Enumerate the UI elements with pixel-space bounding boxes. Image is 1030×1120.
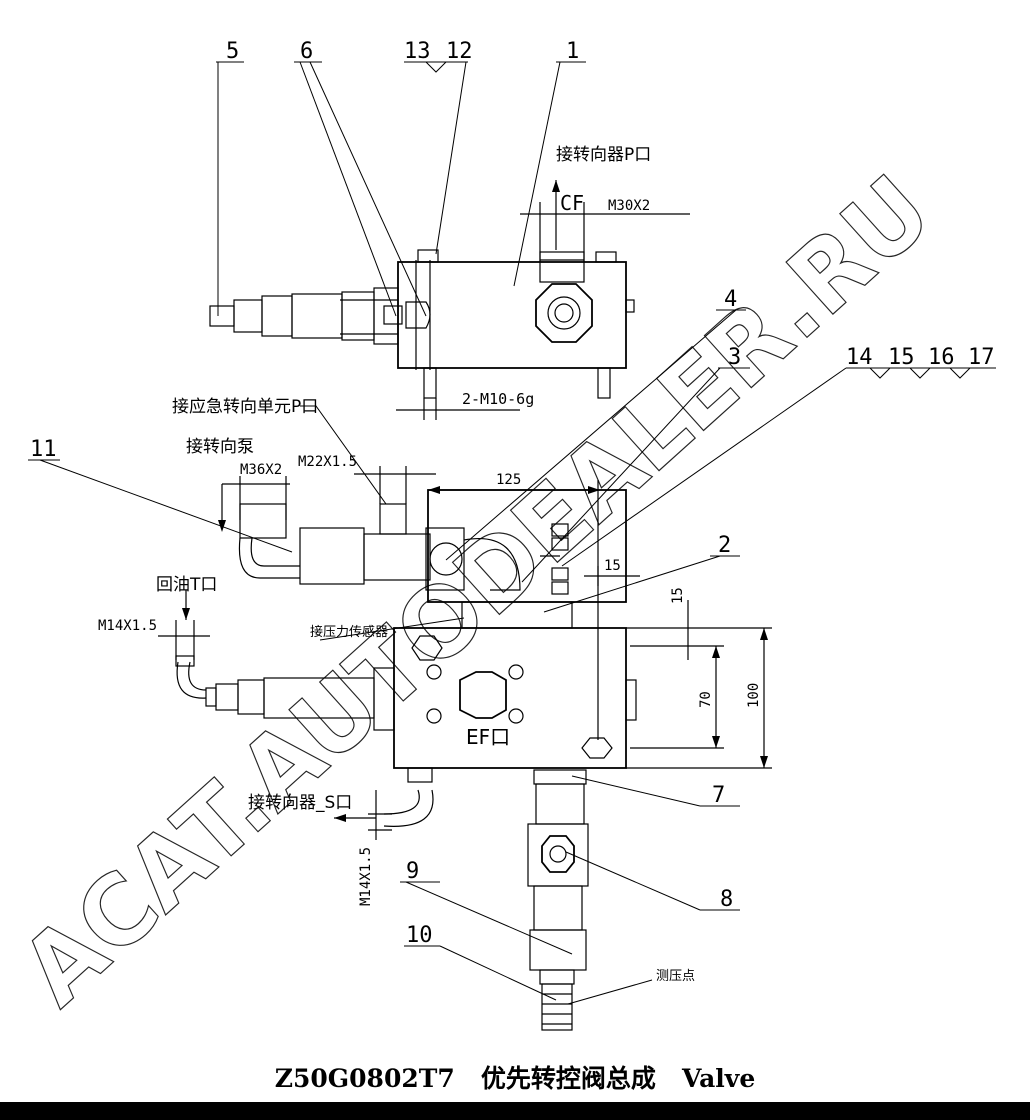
dim-15-vertical: 15 <box>670 587 686 604</box>
dim-2-m10: 2-M10-6g <box>462 390 534 408</box>
steering-s-port-label: 接转向器_S口 <box>248 793 352 813</box>
part-17-label: 17 <box>968 345 995 370</box>
top-view <box>209 249 635 399</box>
part-11-label: 11 <box>30 437 57 462</box>
part-number-labels: 5 6 13 12 1 4 3 14 15 16 17 11 2 7 8 9 1… <box>30 39 995 948</box>
part-7-label: 7 <box>712 783 725 808</box>
pressure-sensor-label: 接压力传感器 <box>310 624 388 640</box>
dimension-labels: M30X2 2-M10-6g M36X2 M22X1.5 125 15 15 7… <box>98 198 762 906</box>
test-point-label: 测压点 <box>656 969 695 984</box>
ef-port-label: EF口 <box>466 725 510 749</box>
dim-m14x1-5-top: M14X1.5 <box>98 618 157 634</box>
dim-100: 100 <box>746 683 762 708</box>
drawing-code: Z50G0802T7 <box>274 1064 455 1093</box>
steering-p-port-label: 接转向器P口 <box>556 145 651 165</box>
part-6-label: 6 <box>300 39 313 64</box>
steering-pump-label: 接转向泵 <box>186 437 254 457</box>
part-5-label: 5 <box>226 39 239 64</box>
part-15-label: 15 <box>888 345 915 370</box>
drawing-name-en: Valve <box>682 1064 756 1093</box>
part-9-label: 9 <box>406 859 419 884</box>
part-14-label: 14 <box>846 345 873 370</box>
drawing-name-cn: 优先转控阀总成 <box>480 1064 656 1093</box>
callout-labels: 接转向器P口 CF 接应急转向单元P口 接转向泵 回油T口 接压力传感器 EF口… <box>156 145 695 984</box>
dim-15-horizontal: 15 <box>604 558 621 574</box>
part-1-label: 1 <box>566 39 579 64</box>
dimension-lines <box>158 180 772 840</box>
return-t-port-label: 回油T口 <box>156 575 217 595</box>
part-8-label: 8 <box>720 887 733 912</box>
side-view <box>175 480 637 1031</box>
dim-125: 125 <box>496 472 521 488</box>
dim-70: 70 <box>698 691 714 708</box>
leader-lines <box>28 61 996 1005</box>
part-13-label: 13 <box>404 39 431 64</box>
top-hex-nut <box>535 283 593 343</box>
part-12-label: 12 <box>446 39 473 64</box>
emergency-p-port-label: 接应急转向单元P口 <box>172 397 318 417</box>
part-3-label: 3 <box>728 345 741 370</box>
cf-port-label: CF <box>560 191 584 215</box>
dim-m14x1-5-bottom: M14X1.5 <box>358 847 374 906</box>
valve-assembly-drawing: 5 6 13 12 1 4 3 14 15 16 17 11 2 7 8 9 1… <box>28 39 996 1031</box>
part-4-label: 4 <box>724 287 737 312</box>
dim-m36x2: M36X2 <box>240 462 282 478</box>
drawing-title: Z50G0802T7 优先转控阀总成 Valve <box>0 1058 1030 1100</box>
dim-m30x2: M30X2 <box>608 198 650 214</box>
dim-m22x1-5: M22X1.5 <box>298 454 357 470</box>
part-2-label: 2 <box>718 533 731 558</box>
part-16-label: 16 <box>928 345 955 370</box>
part-10-label: 10 <box>406 923 433 948</box>
bottom-border-band <box>0 1102 1030 1120</box>
